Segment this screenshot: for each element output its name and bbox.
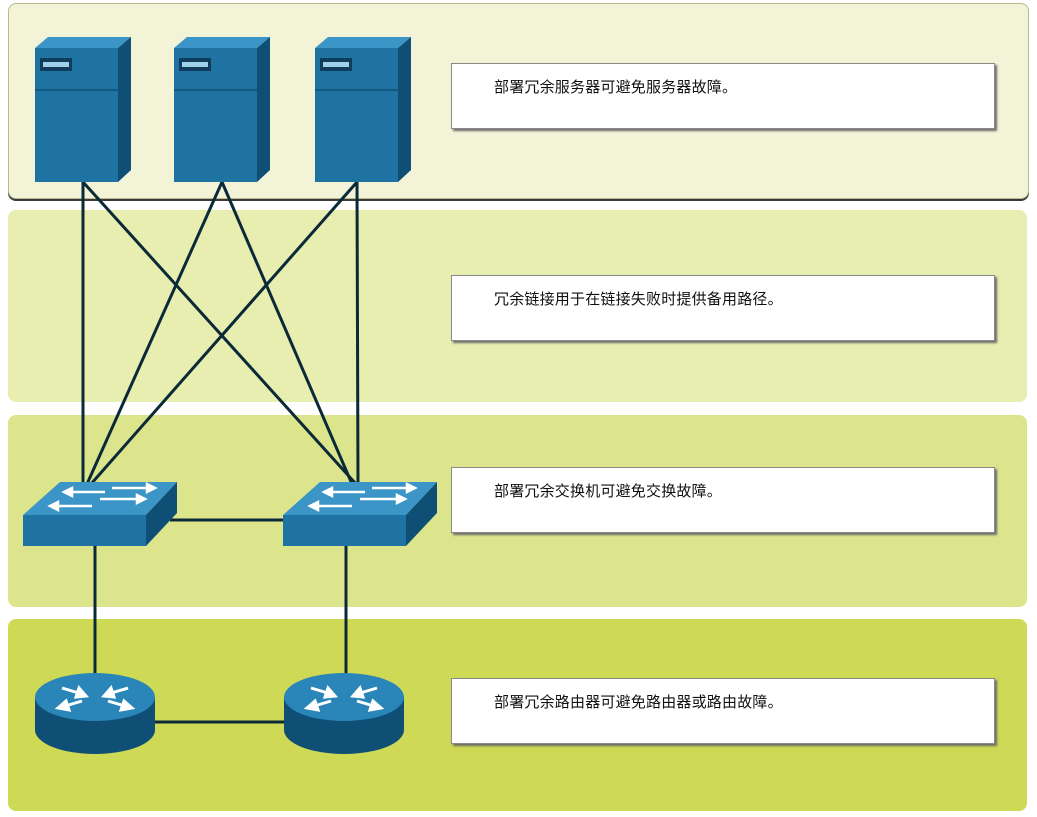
server-icon	[174, 37, 270, 182]
router-icon	[284, 673, 404, 754]
link	[220, 181, 354, 485]
router-redundancy-caption: 部署冗余路由器可避免路由器或路由故障。	[451, 678, 995, 744]
switch-icon	[283, 481, 437, 546]
link	[81, 180, 358, 486]
link	[355, 181, 360, 485]
server-redundancy-caption: 部署冗余服务器可避免服务器故障。	[451, 63, 995, 129]
redundant-links	[81, 180, 360, 724]
switch-redundancy-caption: 部署冗余交换机可避免交换故障。	[451, 467, 995, 533]
router-icon	[35, 673, 155, 754]
server-icon	[35, 37, 131, 182]
server-icon	[315, 37, 411, 182]
link-redundancy-caption: 冗余链接用于在链接失败时提供备用路径。	[451, 275, 995, 341]
link	[85, 181, 224, 485]
switch-icon	[23, 481, 177, 546]
link	[89, 181, 359, 485]
